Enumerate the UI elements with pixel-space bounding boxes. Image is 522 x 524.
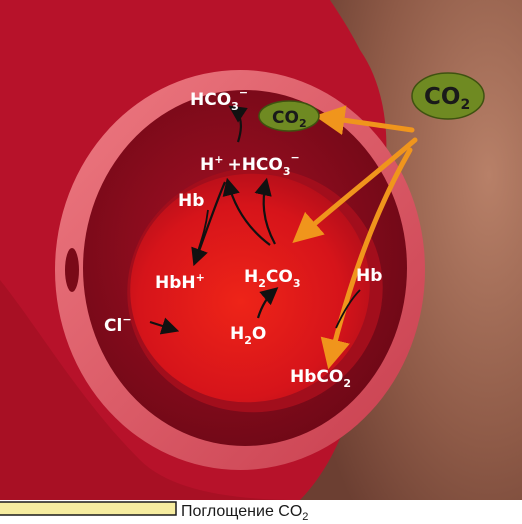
label-hbco2: HbCO2 (290, 367, 351, 390)
caption-bar (0, 502, 176, 515)
label-hb-left: Hb (178, 191, 204, 211)
label-h2co3: H2CO3 (244, 267, 300, 290)
wall-pore (65, 248, 79, 292)
label-hb-right: Hb (356, 266, 382, 286)
